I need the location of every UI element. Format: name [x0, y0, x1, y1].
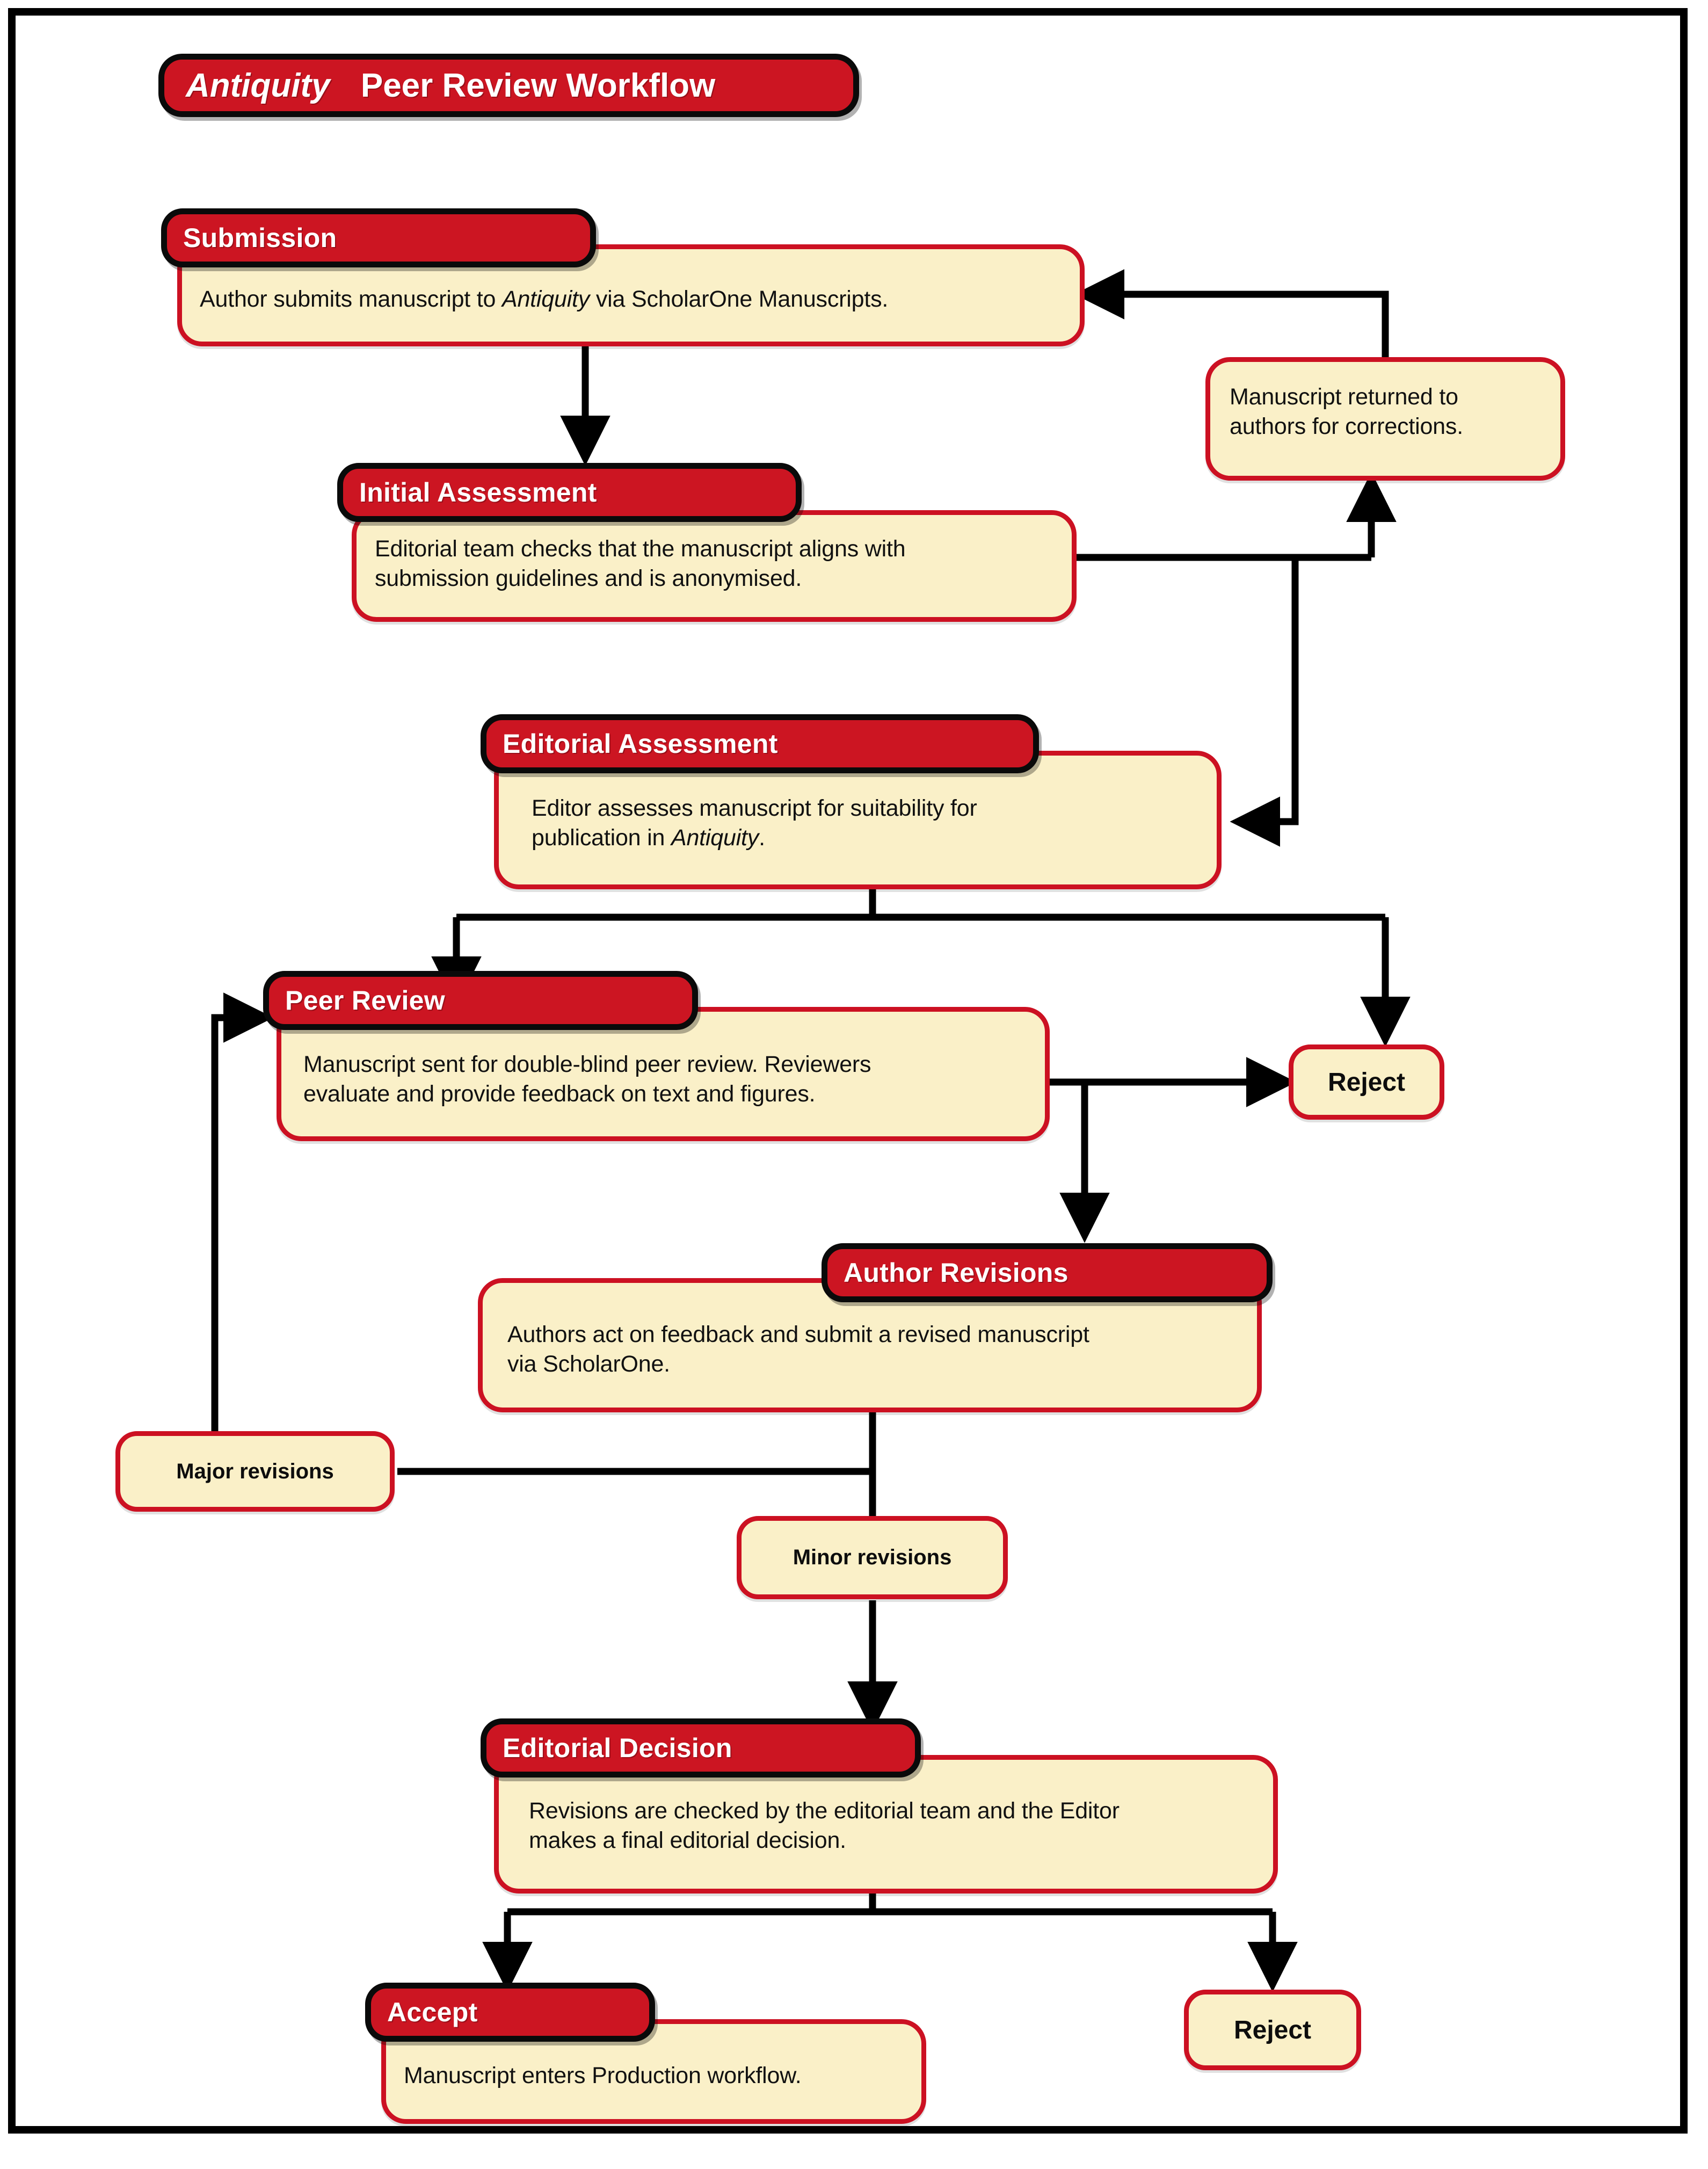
submission-body-pre: Author submits manuscript to	[200, 286, 502, 312]
author-revisions-line2: via ScholarOne.	[507, 1351, 670, 1377]
submission-body-post: via ScholarOne Manuscripts.	[590, 286, 889, 312]
editorial-assessment-header[interactable]: Editorial Assessment	[481, 714, 1039, 773]
returned-line2: authors for corrections.	[1230, 414, 1463, 440]
reject-top-label: Reject	[1327, 1068, 1406, 1097]
submission-body-text: Author submits manuscript to Antiquity v…	[200, 285, 1070, 314]
reject-bottom-box[interactable]: Reject	[1184, 1990, 1361, 2070]
editorial-line1: Editor assesses manuscript for suitabili…	[532, 795, 977, 821]
diagram-title: Antiquity Peer Review Workflow	[158, 54, 859, 117]
major-revisions-box[interactable]: Major revisions	[115, 1431, 395, 1512]
peer-review-header-label: Peer Review	[285, 985, 445, 1015]
editorial-decision-header[interactable]: Editorial Decision	[481, 1718, 921, 1778]
accept-header[interactable]: Accept	[365, 1983, 655, 2042]
editorial-decision-header-label: Editorial Decision	[503, 1733, 732, 1763]
submission-body-emphasis: Antiquity	[502, 286, 590, 312]
peer-review-header[interactable]: Peer Review	[263, 971, 698, 1030]
reject-bottom-label: Reject	[1233, 2015, 1312, 2044]
peer-review-line2: evaluate and provide feedback on text an…	[303, 1081, 816, 1107]
diagram-frame	[8, 8, 1688, 2134]
initial-assessment-header-label: Initial Assessment	[359, 477, 597, 507]
author-revisions-body-text: Authors act on feedback and submit a rev…	[507, 1320, 1259, 1379]
returned-body-text: Manuscript returned to authors for corre…	[1230, 382, 1552, 441]
initial-line1: Editorial team checks that the manuscrip…	[375, 536, 906, 562]
editorial-line2-post: .	[759, 825, 765, 851]
initial-assessment-header[interactable]: Initial Assessment	[337, 463, 802, 522]
editorial-decision-line1: Revisions are checked by the editorial t…	[529, 1798, 1120, 1824]
initial-body-text: Editorial team checks that the manuscrip…	[375, 534, 1067, 593]
peer-review-body-text: Manuscript sent for double-blind peer re…	[303, 1050, 1044, 1109]
editorial-line2-pre: publication in	[532, 825, 671, 851]
editorial-body-text: Editor assesses manuscript for suitabili…	[532, 794, 1208, 853]
minor-revisions-box[interactable]: Minor revisions	[737, 1516, 1008, 1599]
minor-revisions-label: Minor revisions	[793, 1546, 952, 1569]
editorial-decision-body-text: Revisions are checked by the editorial t…	[529, 1796, 1275, 1855]
submission-header-label: Submission	[183, 223, 337, 253]
title-emphasis: Antiquity	[186, 67, 330, 104]
accept-header-label: Accept	[387, 1997, 478, 2027]
returned-body-box	[1205, 357, 1565, 481]
initial-line2: submission guidelines and is anonymised.	[375, 565, 802, 592]
editorial-assessment-header-label: Editorial Assessment	[503, 729, 778, 759]
editorial-body-box	[494, 751, 1222, 889]
editorial-line2-emphasis: Antiquity	[671, 825, 759, 851]
author-revisions-header-label: Author Revisions	[844, 1258, 1069, 1288]
returned-line1: Manuscript returned to	[1230, 384, 1458, 410]
title-rest: Peer Review Workflow	[351, 67, 716, 104]
author-revisions-header[interactable]: Author Revisions	[822, 1243, 1273, 1302]
initial-body-box	[352, 510, 1077, 622]
submission-header[interactable]: Submission	[161, 208, 596, 267]
editorial-decision-line2: makes a final editorial decision.	[529, 1827, 846, 1854]
accept-body-text: Manuscript enters Production workflow.	[404, 2063, 802, 2088]
major-revisions-label: Major revisions	[176, 1459, 334, 1483]
peer-review-line1: Manuscript sent for double-blind peer re…	[303, 1051, 871, 1077]
author-revisions-line1: Authors act on feedback and submit a rev…	[507, 1322, 1089, 1347]
reject-top-box[interactable]: Reject	[1289, 1044, 1444, 1120]
